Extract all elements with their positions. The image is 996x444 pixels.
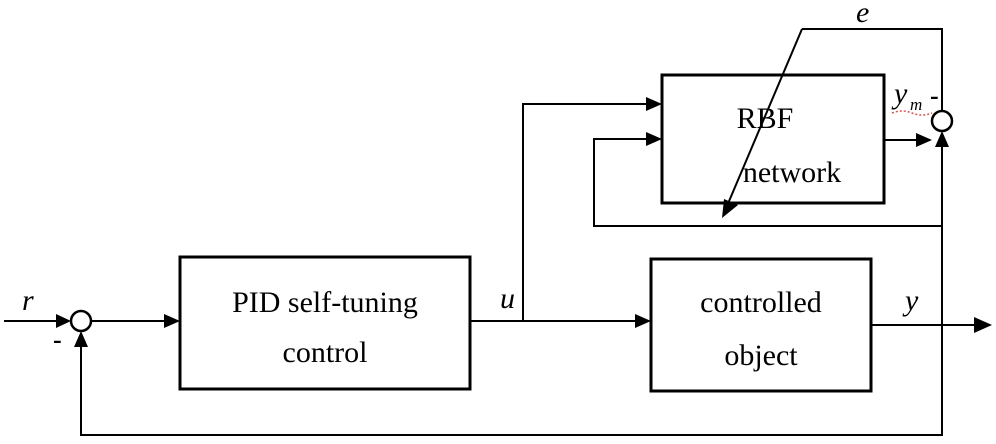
arrow-into-error-junction-side bbox=[916, 133, 932, 147]
feedback-minus-sign: - bbox=[53, 325, 62, 354]
arrow-into-rbf-top bbox=[646, 97, 662, 111]
model-output-label: y m bbox=[891, 77, 933, 116]
pid-block-label-line1: PID self-tuning bbox=[232, 286, 418, 319]
output-label: y bbox=[902, 284, 919, 317]
adaptation-arrow-line bbox=[726, 28, 803, 207]
rbf-block: RBF network bbox=[660, 73, 886, 205]
rbf-block-label-line2: network bbox=[743, 156, 841, 189]
arrow-into-rbf-bottom bbox=[646, 132, 662, 146]
arrow-into-error-junction-bottom bbox=[935, 131, 949, 147]
model-output-subscript: m bbox=[910, 95, 922, 114]
arrow-into-plant bbox=[635, 314, 651, 328]
error-label: e bbox=[856, 0, 869, 29]
pid-block-label-line2: control bbox=[283, 336, 368, 369]
signal-wires bbox=[4, 28, 976, 436]
arrow-into-pid bbox=[164, 314, 180, 328]
error-signal-wire bbox=[802, 28, 943, 111]
control-to-rbf-wire bbox=[522, 103, 650, 321]
pid-block: PID self-tuning control bbox=[178, 255, 472, 391]
plant-block: controlled object bbox=[649, 257, 873, 393]
control-label: u bbox=[500, 282, 515, 315]
arrow-output bbox=[974, 317, 992, 333]
plant-block-label-line2: object bbox=[724, 339, 798, 372]
adaptation-arrowhead bbox=[722, 199, 738, 218]
model-minus-sign: - bbox=[930, 81, 939, 110]
arrow-feedback-up bbox=[74, 331, 88, 347]
input-summing-junction bbox=[69, 309, 93, 333]
output-feedback-wire bbox=[80, 325, 943, 436]
error-summing-junction bbox=[930, 109, 954, 133]
arrowheads bbox=[56, 97, 992, 347]
plant-block-label-line1: controlled bbox=[700, 286, 822, 319]
arrow-into-input-junction bbox=[56, 314, 71, 328]
output-to-rbf-wire bbox=[593, 138, 942, 227]
pid-block-box bbox=[178, 255, 472, 391]
model-output-symbol: y bbox=[891, 77, 908, 110]
reference-label: r bbox=[22, 284, 34, 317]
model-output-underline bbox=[891, 110, 933, 116]
plant-block-box bbox=[649, 257, 873, 393]
